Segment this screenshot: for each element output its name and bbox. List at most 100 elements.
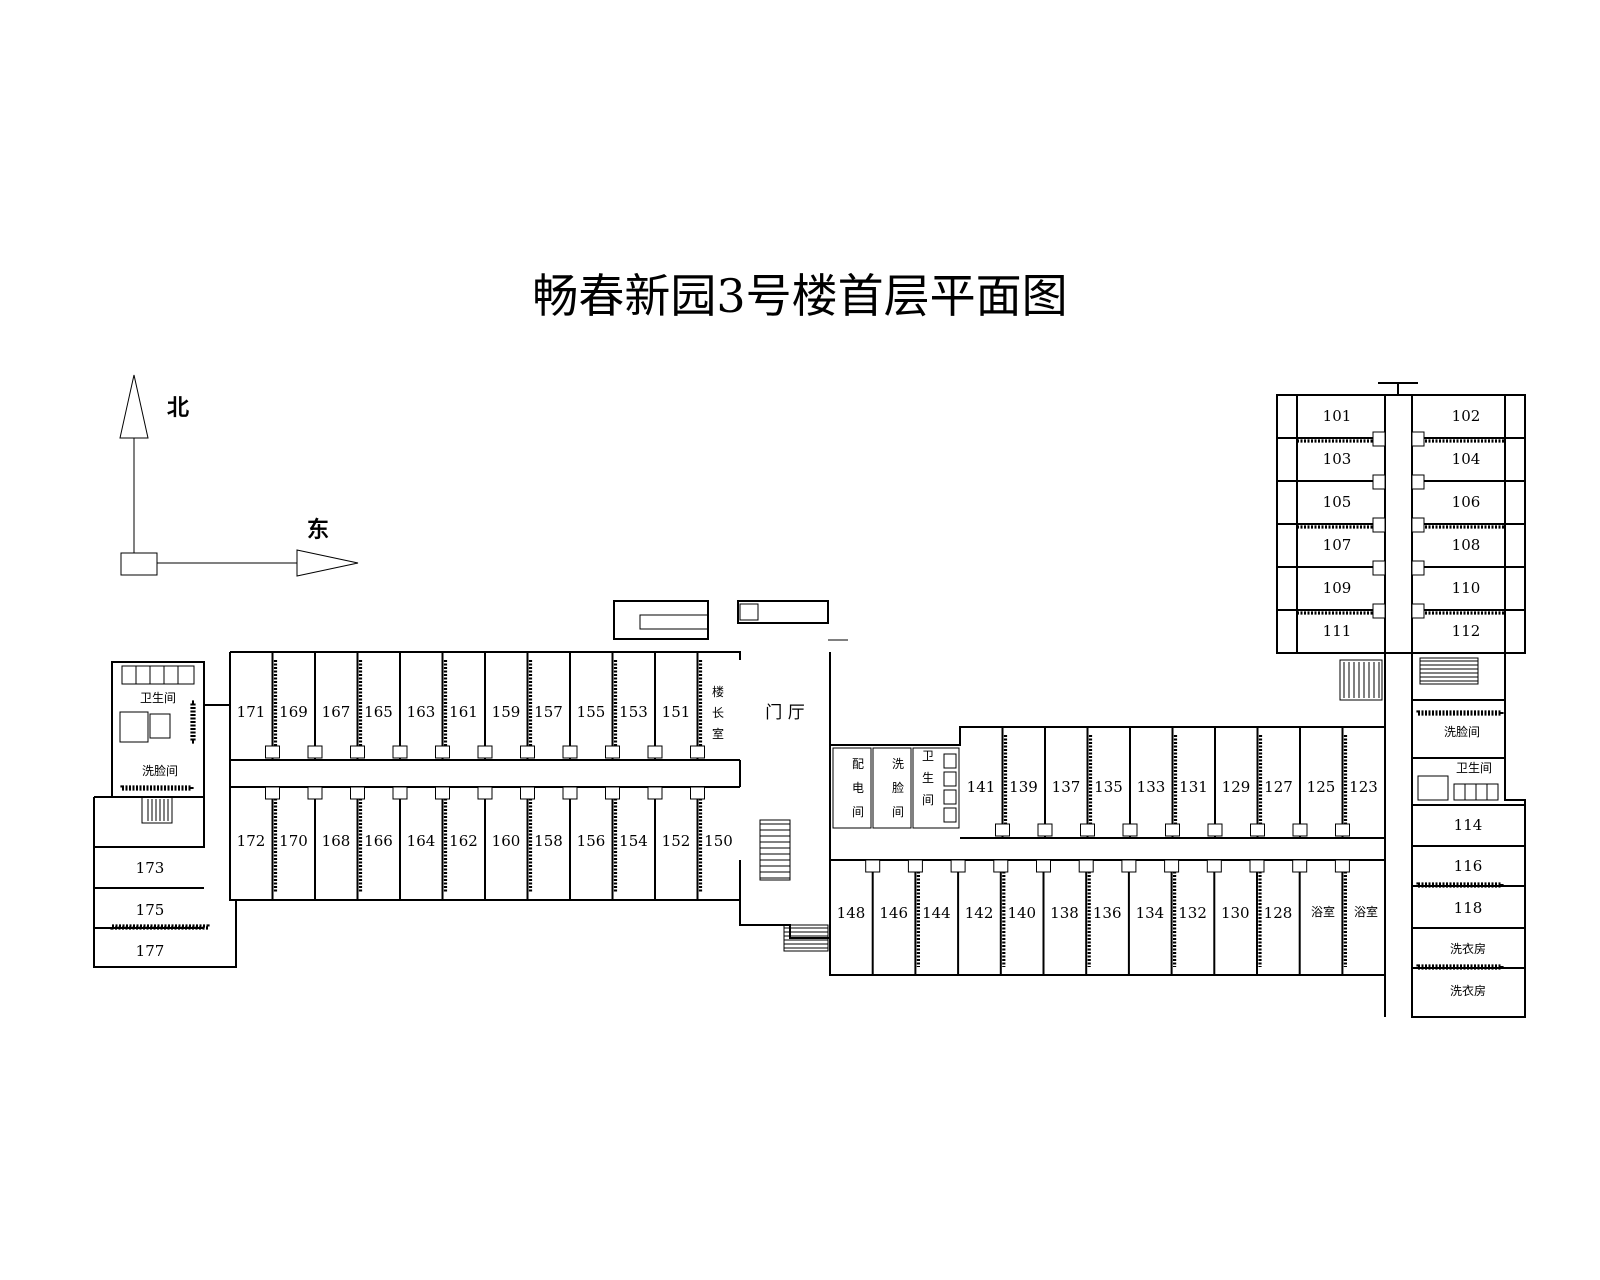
room-141: 141 bbox=[967, 778, 996, 796]
west-stairs-icon bbox=[147, 799, 169, 821]
mid-wc-char-3: 间 bbox=[922, 793, 934, 807]
east-washroom-label: 洗脸间 bbox=[1444, 725, 1480, 739]
room-131: 131 bbox=[1179, 778, 1208, 796]
room-146: 146 bbox=[879, 904, 908, 922]
room-109: 109 bbox=[1323, 579, 1352, 597]
room-108: 108 bbox=[1452, 536, 1481, 554]
mid-washroom-char-2: 脸 bbox=[892, 781, 904, 795]
room-148: 148 bbox=[837, 904, 866, 922]
room-110: 110 bbox=[1452, 579, 1481, 597]
room-158: 158 bbox=[534, 832, 563, 850]
plan-title: 畅春新园3号楼首层平面图 bbox=[532, 269, 1067, 323]
room-168: 168 bbox=[322, 832, 351, 850]
middle-block: 配 电 间 洗 脸 间 卫 生 间 141 139 137 135 133 131 129 1… bbox=[829, 726, 1385, 976]
mid-toilet-stalls-icon bbox=[943, 753, 957, 823]
room-133: 133 bbox=[1137, 778, 1166, 796]
power-room-char-3: 间 bbox=[852, 805, 864, 819]
power-room-char-1: 配 bbox=[852, 757, 864, 771]
room-171: 171 bbox=[237, 703, 266, 721]
room-111: 111 bbox=[1323, 622, 1352, 640]
room-137: 137 bbox=[1052, 778, 1081, 796]
power-room-char-2: 电 bbox=[852, 781, 864, 795]
lobby-block: 门 厅 楼 长 室 bbox=[613, 600, 848, 952]
room-127: 127 bbox=[1264, 778, 1293, 796]
room-105: 105 bbox=[1323, 493, 1352, 511]
room-166: 166 bbox=[364, 832, 393, 850]
room-116: 116 bbox=[1454, 857, 1483, 875]
room-135: 135 bbox=[1094, 778, 1123, 796]
shower-label-2: 浴室 bbox=[1354, 904, 1378, 919]
mid-washroom-char-3: 间 bbox=[892, 805, 904, 819]
room-104: 104 bbox=[1452, 450, 1481, 468]
room-151: 151 bbox=[662, 703, 691, 721]
room-138: 138 bbox=[1050, 904, 1079, 922]
north-arrow-icon bbox=[119, 374, 149, 439]
manager-room-char-1: 楼 bbox=[712, 684, 724, 699]
room-125: 125 bbox=[1307, 778, 1336, 796]
room-139: 139 bbox=[1009, 778, 1038, 796]
compass-origin-icon bbox=[120, 552, 158, 576]
compass: 北 东 bbox=[119, 374, 359, 577]
lobby-stairs-icon bbox=[759, 819, 829, 952]
room-172: 172 bbox=[237, 832, 266, 850]
room-107: 107 bbox=[1323, 536, 1352, 554]
room-167: 167 bbox=[322, 703, 351, 721]
room-159: 159 bbox=[492, 703, 521, 721]
room-154: 154 bbox=[619, 832, 648, 850]
room-173: 173 bbox=[136, 859, 165, 877]
mid-wc-char-1: 卫 bbox=[922, 749, 934, 763]
shower-label-1: 浴室 bbox=[1311, 904, 1335, 919]
room-162: 162 bbox=[449, 832, 478, 850]
room-129: 129 bbox=[1222, 778, 1251, 796]
north-label: 北 bbox=[167, 396, 189, 421]
mid-wc-char-2: 生 bbox=[922, 771, 934, 785]
room-164: 164 bbox=[407, 832, 436, 850]
room-153: 153 bbox=[619, 703, 648, 721]
room-140: 140 bbox=[1007, 904, 1036, 922]
room-101: 101 bbox=[1323, 407, 1352, 425]
room-102: 102 bbox=[1452, 407, 1481, 425]
west-washroom-label: 洗脸间 bbox=[142, 764, 178, 778]
mid-washroom-char-1: 洗 bbox=[892, 757, 904, 771]
room-163: 163 bbox=[407, 703, 436, 721]
room-160: 160 bbox=[492, 832, 521, 850]
room-123: 123 bbox=[1349, 778, 1378, 796]
manager-room-char-3: 室 bbox=[712, 726, 724, 741]
room-136: 136 bbox=[1093, 904, 1122, 922]
room-128: 128 bbox=[1264, 904, 1293, 922]
laundry-label-2: 洗衣房 bbox=[1450, 983, 1486, 998]
room-150: 150 bbox=[704, 832, 733, 850]
room-132: 132 bbox=[1178, 904, 1207, 922]
room-134: 134 bbox=[1136, 904, 1165, 922]
east-toilet-stalls-icon bbox=[1417, 775, 1499, 801]
room-142: 142 bbox=[965, 904, 994, 922]
lobby-label: 门 厅 bbox=[765, 703, 804, 723]
room-177: 177 bbox=[136, 942, 165, 960]
room-155: 155 bbox=[577, 703, 606, 721]
room-112: 112 bbox=[1452, 622, 1481, 640]
room-114: 114 bbox=[1454, 816, 1483, 834]
east-arrow-icon bbox=[296, 549, 359, 577]
tower-stairs-icon bbox=[1339, 657, 1479, 701]
room-161: 161 bbox=[449, 703, 478, 721]
room-169: 169 bbox=[279, 703, 308, 721]
east-wc-label: 卫生间 bbox=[1456, 761, 1492, 775]
west-wc-label: 卫生间 bbox=[140, 691, 176, 705]
room-130: 130 bbox=[1221, 904, 1250, 922]
room-103: 103 bbox=[1323, 450, 1352, 468]
room-106: 106 bbox=[1452, 493, 1481, 511]
room-157: 157 bbox=[534, 703, 563, 721]
north-tower: 101 103 105 107 109 111 102 104 106 108 110 112 bbox=[1276, 382, 1526, 1017]
west-wing: 卫生间 洗脸间 173 175 177 bbox=[93, 661, 237, 968]
room-156: 156 bbox=[577, 832, 606, 850]
room-152: 152 bbox=[662, 832, 691, 850]
east-label: 东 bbox=[307, 517, 329, 543]
room-170: 170 bbox=[279, 832, 308, 850]
west-block: 171 169 167 165 163 161 159 157 155 153 151 172 170… bbox=[229, 651, 741, 901]
room-165: 165 bbox=[364, 703, 393, 721]
sink-icon bbox=[119, 711, 149, 743]
laundry-label-1: 洗衣房 bbox=[1450, 941, 1486, 956]
room-175: 175 bbox=[136, 901, 165, 919]
